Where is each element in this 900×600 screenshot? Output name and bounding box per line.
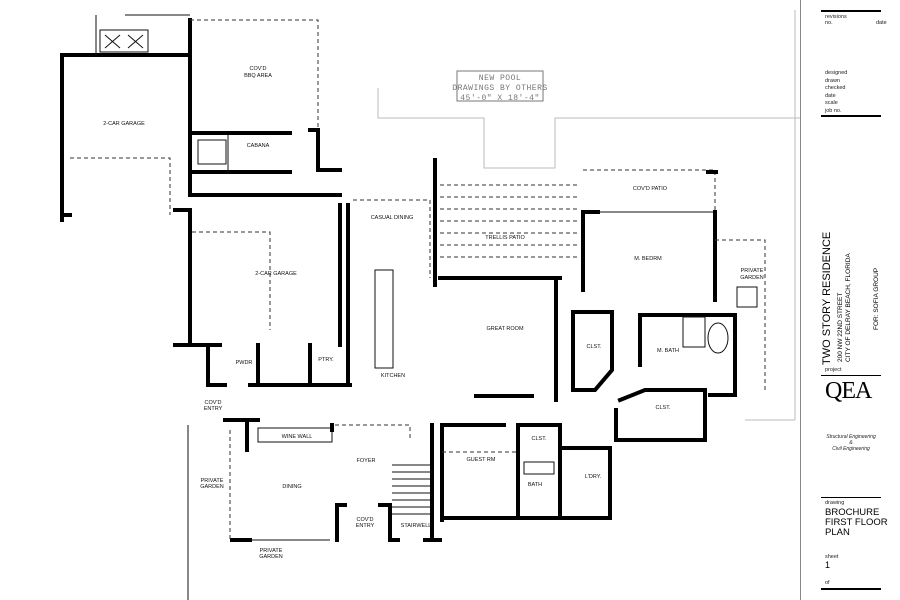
room-label-foyer: FOYER bbox=[357, 458, 376, 464]
room-label-private-garden-right-2: GARDEN bbox=[740, 275, 764, 281]
first-floor-plan: NEW POOL DRAWINGS BY OTHERS 45'-0" X 18'… bbox=[60, 10, 800, 600]
room-label-garage-left: 2-CAR GARAGE bbox=[103, 121, 145, 127]
room-label-kitchen: KITCHEN bbox=[381, 373, 405, 379]
room-label-covd-entry-left-1: COV'D bbox=[205, 400, 222, 406]
field-designed: designed bbox=[825, 70, 848, 76]
room-label-private-garden-left-2: GARDEN bbox=[200, 484, 224, 490]
project-address-1: 200 NW 22ND STREET bbox=[837, 292, 844, 362]
room-label-private-garden-bottom-2: GARDEN bbox=[259, 554, 283, 560]
sheet-label: sheet bbox=[825, 554, 839, 560]
project-client: FOR: SOFIA GROUP bbox=[873, 267, 880, 330]
room-label-wine-wall: WINE WALL bbox=[282, 434, 313, 440]
room-label-clst-b: CLST. bbox=[656, 405, 671, 411]
room-label-covd-patio: COV'D PATIO bbox=[633, 186, 668, 192]
room-label-bbq-1: COV'D bbox=[250, 66, 267, 72]
room-label-ptry: PTRY. bbox=[318, 357, 334, 363]
pool-note-line3: 45'-0" X 18'-4" bbox=[460, 94, 540, 103]
room-label-trellis-patio: TRELLIS PATIO bbox=[485, 235, 525, 241]
field-checked: checked bbox=[825, 85, 846, 91]
project-address-2: CITY OF DELRAY BEACH, FLORIDA bbox=[845, 253, 852, 362]
title-block: revisions no. date designed drawn checke… bbox=[800, 0, 900, 600]
qea-logo: QEA bbox=[825, 378, 872, 404]
pool-note-line2: DRAWINGS BY OTHERS bbox=[452, 84, 547, 93]
room-label-private-garden-bottom-1: PRIVATE bbox=[260, 548, 283, 554]
field-date: date bbox=[825, 92, 836, 99]
room-label-private-garden-right-1: PRIVATE bbox=[741, 268, 764, 274]
field-drawn: drawn bbox=[825, 77, 840, 84]
of-label: of bbox=[825, 580, 830, 586]
revision-date-label: date bbox=[876, 20, 887, 26]
room-label-bbq-2: BBQ AREA bbox=[244, 73, 272, 79]
room-label-stairwell: STAIRWELL bbox=[401, 523, 432, 529]
room-label-m-bath: M. BATH bbox=[657, 348, 679, 354]
room-label-covd-entry-bottom-1: COV'D bbox=[357, 517, 374, 523]
room-label-m-bedrm: M. BEDRM bbox=[634, 256, 662, 262]
field-scale: scale bbox=[825, 100, 838, 106]
room-label-pwdr: PWDR bbox=[236, 360, 253, 366]
room-label-private-garden-left-1: PRIVATE bbox=[201, 478, 224, 484]
drawing-label: drawing bbox=[825, 500, 845, 506]
room-label-clst-a: CLST. bbox=[587, 344, 602, 350]
room-label-clst-c: CLST. bbox=[532, 436, 547, 442]
pool-note-box bbox=[456, 70, 544, 102]
revisions-label: revisions bbox=[825, 14, 847, 20]
room-label-great-room: GREAT ROOM bbox=[486, 326, 523, 332]
pool-note-line1: NEW POOL bbox=[479, 74, 521, 83]
room-label-covd-entry-left-2: ENTRY bbox=[204, 406, 223, 412]
room-label-bath: BATH bbox=[528, 482, 542, 488]
room-label-ldry: L'DRY. bbox=[585, 474, 602, 480]
room-label-dining: DINING bbox=[282, 484, 301, 490]
project-label: project bbox=[825, 367, 842, 373]
field-job-no: job no. bbox=[825, 107, 842, 114]
revision-no-label: no. bbox=[825, 20, 833, 26]
project-title: TWO STORY RESIDENCE bbox=[821, 231, 833, 365]
room-label-garage-center: 2-CAR GARAGE bbox=[255, 271, 297, 277]
room-label-covd-entry-bottom-2: ENTRY bbox=[356, 523, 375, 529]
project-fields: designed drawn checked date scale job no… bbox=[825, 70, 847, 115]
room-label-cabana: CABANA bbox=[247, 143, 270, 149]
room-label-guest-rm: GUEST RM bbox=[467, 457, 496, 463]
services-text: Structural Engineering&Civil Engineering bbox=[826, 434, 876, 452]
room-label-casual-dining: CASUAL DINING bbox=[371, 215, 414, 221]
sheet-number: 1 bbox=[825, 560, 831, 570]
